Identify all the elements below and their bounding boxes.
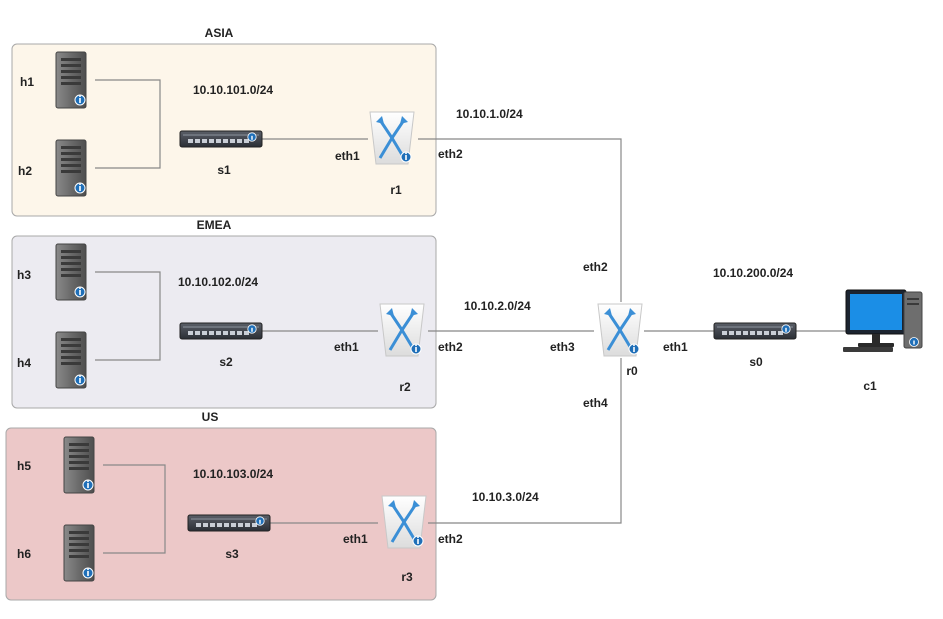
link-r3-r0 [428,358,622,524]
iface-label-r0-eth2: eth2 [583,260,608,274]
iface-label-r3-eth1: eth1 [343,532,368,546]
subnet-label-emea-lan: 10.10.102.0/24 [178,275,258,289]
link-h5-s3 [103,464,166,523]
region-asia [11,43,437,217]
iface-label-r3-eth2: eth2 [438,532,463,546]
router-label-r0: r0 [626,364,638,378]
router-label-r3: r3 [401,570,413,584]
router-r1-icon[interactable] [368,110,416,166]
subnet-label-asia-lan: 10.10.101.0/24 [193,83,273,97]
switch-s0-icon[interactable] [713,322,797,340]
iface-label-r0-eth1: eth1 [663,340,688,354]
link-h1-s1 [95,79,161,139]
switch-s3-icon[interactable] [187,514,271,532]
server-h2-icon[interactable] [55,139,87,197]
server-h4-icon[interactable] [55,331,87,389]
link-h4-s2 [95,331,161,361]
client-label-c1: c1 [863,379,877,393]
subnet-label-r2-r0: 10.10.2.0/24 [464,299,531,313]
link-h3-s2 [95,271,161,331]
region-title-emea: EMEA [197,218,232,232]
iface-label-r1-eth1: eth1 [335,149,360,163]
host-label-h2: h2 [18,164,32,178]
link-h6-s3 [103,523,166,554]
subnet-label-c1-lan: 10.10.200.0/24 [713,266,793,280]
switch-label-s3: s3 [225,547,239,561]
router-label-r2: r2 [399,380,411,394]
switch-label-s0: s0 [749,355,763,369]
host-label-h3: h3 [17,268,31,282]
link-h2-s1 [95,139,161,169]
server-h5-icon[interactable] [63,436,95,494]
iface-label-r0-eth3: eth3 [550,340,575,354]
subnet-label-us-lan: 10.10.103.0/24 [193,467,273,481]
iface-label-r1-eth2: eth2 [438,147,463,161]
server-h6-icon[interactable] [63,524,95,582]
region-title-us: US [202,410,219,424]
iface-label-r2-eth2: eth2 [438,340,463,354]
server-h3-icon[interactable] [55,243,87,301]
switch-label-s2: s2 [219,355,233,369]
desktop-computer-c1-icon[interactable] [843,289,923,352]
router-r0-icon[interactable] [596,302,644,358]
region-emea [11,235,437,409]
switch-s2-icon[interactable] [179,322,263,340]
host-label-h1: h1 [20,75,34,89]
server-h1-icon[interactable] [55,51,87,109]
iface-label-r2-eth1: eth1 [334,340,359,354]
iface-label-r0-eth4: eth4 [583,396,608,410]
router-r3-icon[interactable] [380,494,428,550]
region-us [5,427,437,601]
switch-s1-icon[interactable] [179,130,263,148]
host-label-h4: h4 [17,356,31,370]
host-label-h5: h5 [17,459,31,473]
router-label-r1: r1 [390,183,402,197]
switch-label-s1: s1 [217,163,231,177]
host-label-h6: h6 [17,547,31,561]
router-r2-icon[interactable] [378,302,426,358]
link-r1-r0 [418,138,622,302]
links [95,79,846,554]
subnet-label-r3-r0: 10.10.3.0/24 [472,490,539,504]
subnet-label-r1-r0: 10.10.1.0/24 [456,107,523,121]
region-title-asia: ASIA [205,26,234,40]
